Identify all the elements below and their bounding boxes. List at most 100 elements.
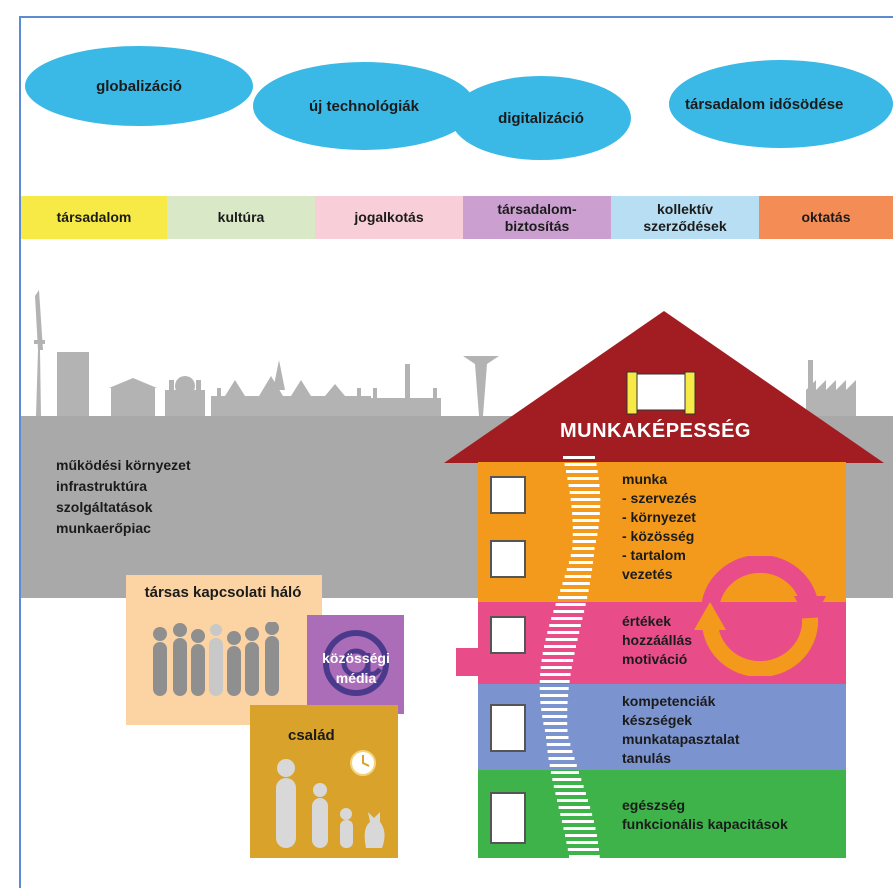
diagram-frame bbox=[19, 16, 893, 888]
staircase bbox=[539, 456, 601, 858]
window bbox=[490, 476, 526, 514]
stair-step bbox=[567, 848, 599, 851]
book-icon bbox=[626, 371, 696, 415]
people-group-icon bbox=[153, 622, 279, 696]
band-legislation: jogalkotás bbox=[315, 196, 463, 239]
environment-list: működési környezet infrastruktúra szolgá… bbox=[56, 455, 191, 539]
stair-step bbox=[572, 540, 596, 543]
stair-step bbox=[566, 841, 598, 844]
floor-line: munkatapasztalat bbox=[622, 731, 740, 747]
stair-step bbox=[566, 568, 593, 571]
floor-line: motiváció bbox=[622, 651, 688, 667]
stair-step bbox=[553, 785, 584, 788]
floor-health-text: egészség funkcionális kapacitások bbox=[622, 796, 788, 834]
stair-step bbox=[541, 708, 568, 711]
stair-step bbox=[571, 505, 601, 508]
trend-label: digitalizáció bbox=[498, 109, 584, 127]
stair-step bbox=[544, 645, 576, 648]
trend-new-technologies: új technológiák bbox=[253, 62, 475, 150]
floor-values-text: értékek hozzáállás motiváció bbox=[622, 612, 692, 669]
stair-step bbox=[570, 554, 594, 557]
floor-line: készségek bbox=[622, 712, 693, 728]
floor-line: egészség bbox=[622, 797, 686, 813]
window bbox=[490, 540, 526, 578]
stair-step bbox=[543, 722, 568, 725]
trend-label: globalizáció bbox=[96, 77, 182, 95]
stair-step bbox=[566, 470, 598, 473]
band-label: jogalkotás bbox=[354, 209, 424, 225]
stair-step bbox=[541, 659, 574, 662]
stair-step bbox=[565, 834, 597, 837]
floor-line: kompetenciák bbox=[622, 693, 716, 709]
stair-step bbox=[560, 813, 593, 816]
roof-title: MUNKAKÉPESSÉG bbox=[560, 420, 751, 442]
floor-competences-text: kompetenciák készségek munkatapasztalat … bbox=[622, 692, 739, 768]
environment-item: infrastruktúra bbox=[56, 478, 148, 494]
floor-line: vezetés bbox=[622, 566, 673, 582]
stair-step bbox=[547, 631, 580, 634]
stair-step bbox=[569, 855, 600, 858]
floor-work-text: munka - szervezés - környezet - közösség… bbox=[622, 470, 697, 584]
trend-label: társadalom idősödése bbox=[685, 95, 844, 113]
band-label: társadalom bbox=[56, 209, 132, 225]
band-education: oktatás bbox=[759, 196, 893, 239]
stair-step bbox=[555, 603, 586, 606]
band-label: kollektív szerződések bbox=[643, 200, 727, 234]
stair-step bbox=[549, 624, 581, 627]
floor-line: - szervezés bbox=[622, 490, 697, 506]
floor-line: - tartalom bbox=[622, 547, 686, 563]
stair-step bbox=[549, 764, 577, 767]
stair-step bbox=[564, 575, 592, 578]
stair-step bbox=[546, 736, 569, 739]
stair-step bbox=[542, 652, 575, 655]
floor-line: értékek bbox=[622, 613, 672, 629]
stair-step bbox=[563, 456, 595, 459]
band-society: társadalom bbox=[21, 196, 167, 239]
stair-step bbox=[548, 757, 575, 760]
floor-line: funkcionális kapacitások bbox=[622, 816, 788, 832]
stair-step bbox=[553, 610, 585, 613]
environment-item: munkaerőpiac bbox=[56, 520, 151, 536]
trend-digitalization: digitalizáció bbox=[451, 76, 631, 160]
stair-step bbox=[572, 526, 599, 529]
stair-step bbox=[557, 799, 588, 802]
stair-step bbox=[570, 498, 601, 501]
stair-step bbox=[539, 687, 569, 690]
social-network-label: társas kapcsolati háló bbox=[144, 584, 302, 601]
floor-line: tanulás bbox=[622, 750, 672, 766]
stair-step bbox=[568, 561, 593, 564]
stair-step bbox=[564, 463, 597, 466]
band-label: oktatás bbox=[801, 209, 851, 225]
stair-step bbox=[544, 729, 568, 732]
stair-step bbox=[555, 792, 586, 795]
stair-step bbox=[563, 827, 596, 830]
stair-step bbox=[561, 820, 594, 823]
stair-step bbox=[542, 715, 568, 718]
at-sign-icon bbox=[323, 630, 389, 696]
floor-competences bbox=[478, 684, 846, 770]
stair-step bbox=[540, 673, 571, 676]
family-figures-icon bbox=[276, 759, 385, 848]
floor-line: munka bbox=[622, 471, 668, 487]
social-media-label: közösségi média bbox=[322, 650, 390, 686]
band-collective-agreements: kollektív szerződések bbox=[611, 196, 759, 239]
stair-step bbox=[567, 477, 599, 480]
stair-step bbox=[551, 617, 583, 620]
city-skyline bbox=[34, 290, 856, 416]
window bbox=[490, 704, 526, 752]
stair-step bbox=[568, 484, 600, 487]
floor-values-ledge bbox=[456, 648, 480, 676]
stair-step bbox=[539, 680, 570, 683]
floor-line: - közösség bbox=[622, 528, 695, 544]
stair-step bbox=[540, 701, 568, 704]
stair-step bbox=[562, 582, 590, 585]
floor-line: - környezet bbox=[622, 509, 696, 525]
stair-step bbox=[558, 806, 591, 809]
stair-step bbox=[552, 778, 582, 781]
cycle-arrows-icon bbox=[694, 556, 826, 676]
stair-step bbox=[547, 750, 573, 753]
floor-health bbox=[478, 770, 846, 858]
stair-step bbox=[572, 547, 595, 550]
window bbox=[490, 792, 526, 844]
clock-icon bbox=[350, 750, 376, 776]
